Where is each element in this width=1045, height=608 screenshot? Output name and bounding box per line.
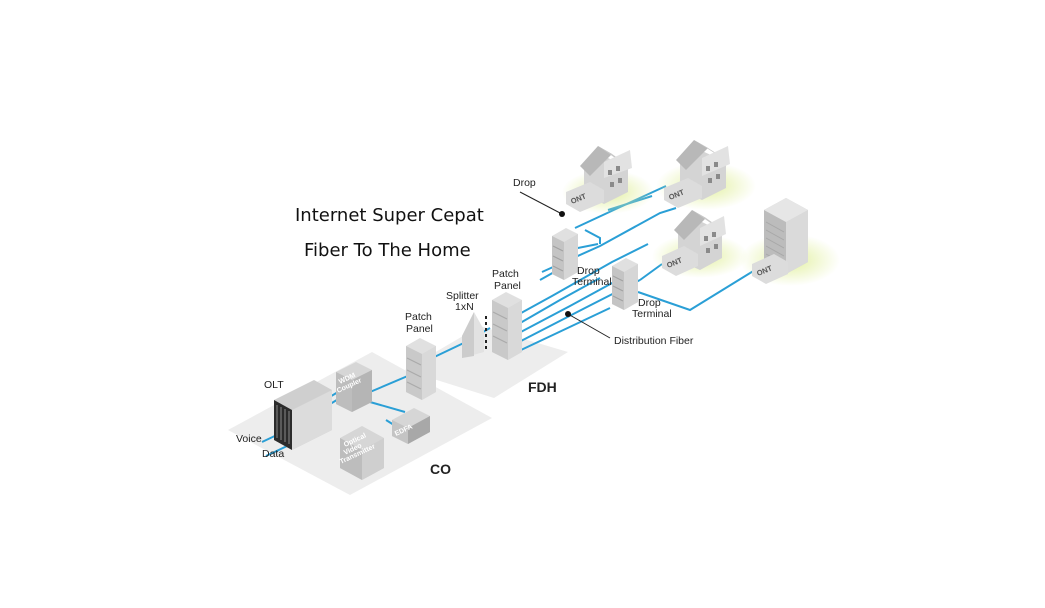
drop-terminal-1-label-2: Terminal	[572, 276, 612, 288]
title-line-2: Fiber To The Home	[304, 240, 471, 261]
splitter-device	[462, 312, 487, 358]
ont-device-1: ONT	[566, 182, 604, 212]
ont-device-4: ONT	[752, 254, 788, 284]
optical-video-transmitter-device: Optical Video Transmitter	[339, 426, 384, 480]
drop-terminal-2-device	[612, 258, 638, 310]
distribution-fiber-marker	[565, 311, 571, 317]
splitter-label-1: Splitter	[446, 290, 479, 302]
patch-panel-co-label-2: Panel	[406, 323, 433, 335]
ont-device-2: ONT	[664, 178, 702, 208]
patch-panel-fdh-device	[492, 292, 522, 360]
ont-device-3: ONT	[662, 246, 698, 276]
olt-label: OLT	[264, 379, 284, 391]
voice-label: Voice	[236, 433, 262, 445]
distribution-fiber-label: Distribution Fiber	[614, 335, 694, 347]
fdh-platform	[405, 326, 568, 398]
drop-marker	[559, 211, 565, 217]
patch-panel-fdh-label-2: Panel	[494, 280, 521, 292]
splitter-label-2: 1xN	[455, 301, 474, 313]
data-label: Data	[262, 448, 284, 460]
title-line-1: Internet Super Cepat	[295, 205, 484, 226]
patch-panel-co-label-1: Patch	[405, 311, 432, 323]
drop-terminal-1-label-1: Drop	[577, 265, 600, 277]
patch-panel-fdh-label-1: Patch	[492, 268, 519, 280]
edfa-device: EDFA	[392, 408, 430, 444]
patch-panel-co-device	[406, 338, 436, 400]
house-icon	[562, 146, 654, 214]
leader-lines	[519, 191, 611, 339]
fdh-label: FDH	[528, 379, 557, 395]
olt-device	[274, 380, 332, 450]
wdm-coupler-device: WDM Coupler	[336, 362, 372, 412]
drop-terminal-1-device	[552, 228, 578, 280]
drop-terminal-2-label-2: Terminal	[632, 308, 672, 320]
co-label: CO	[430, 461, 451, 477]
drop-terminal-2-label-1: Drop	[638, 297, 661, 309]
drop-label: Drop	[513, 177, 536, 189]
